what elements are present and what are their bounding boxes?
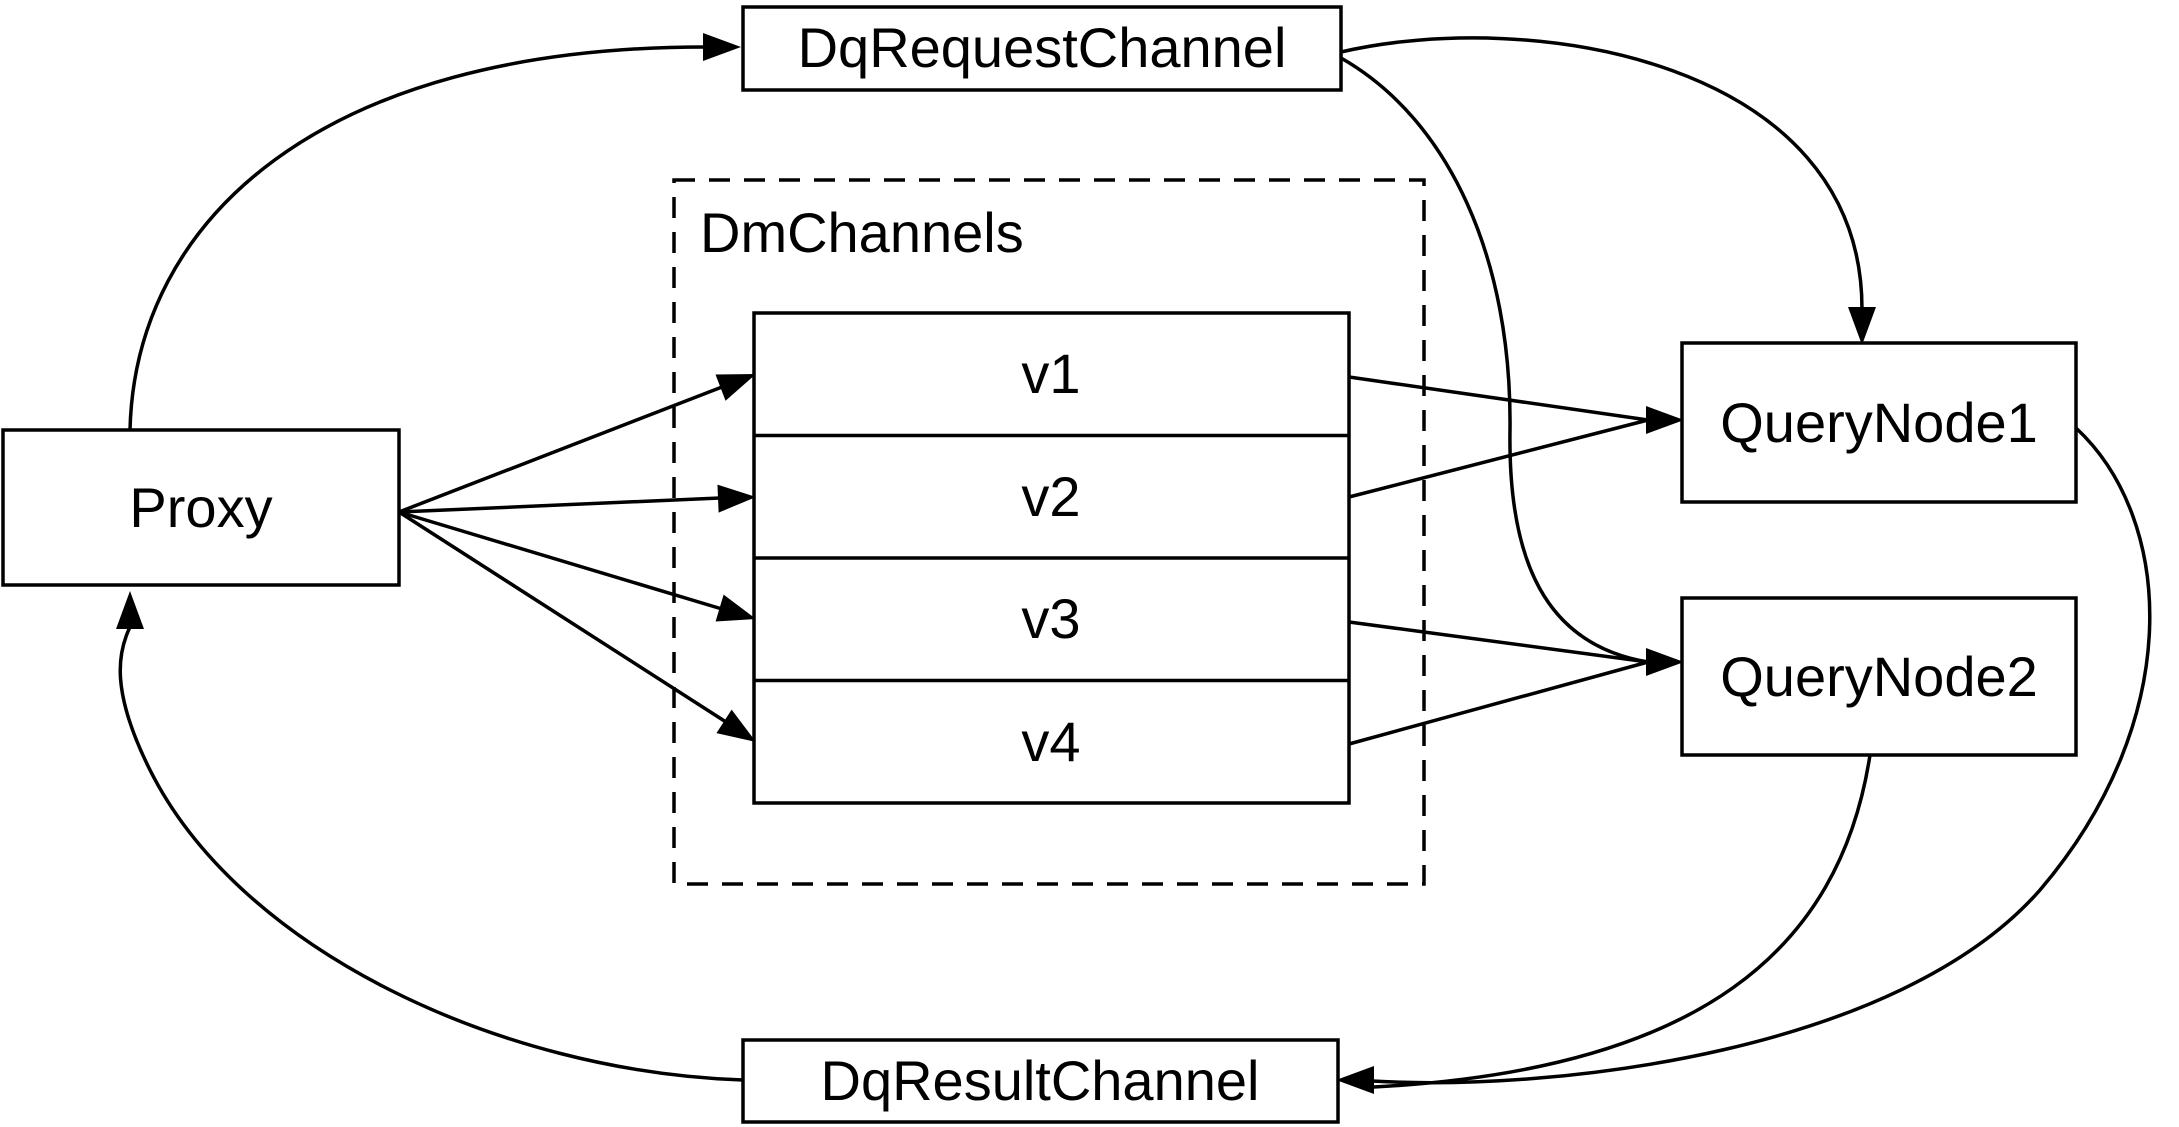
- proxy-node-box: [1, 428, 401, 587]
- arrowhead-into-v4: [716, 709, 756, 742]
- query-node-1-box: [1680, 341, 2078, 504]
- dm-channels-group-label: DmChannels: [700, 201, 1024, 264]
- channel-v2-label: v2: [1021, 465, 1080, 528]
- arrow-proxy-to-v4: [398, 510, 727, 724]
- arrowhead-into-v1: [715, 374, 756, 401]
- arrowhead-into-v2: [717, 484, 756, 513]
- dm-channels-group-box: [672, 178, 1426, 886]
- arrowhead-into-proxy-bottom: [116, 591, 144, 629]
- arrowhead-into-querynode2-left: [1646, 648, 1684, 676]
- arrow-dqrequestchannel-to-querynode1: [1340, 36, 1864, 310]
- arrow-querynode2-to-dqresultchannel: [1373, 754, 1872, 1089]
- dq-request-channel-node-box: [741, 5, 1343, 92]
- channel-v1-label: v1: [1021, 342, 1080, 405]
- arrow-v2-to-querynode1: [1348, 418, 1649, 499]
- query-node-2-label: QueryNode2: [1720, 645, 2038, 708]
- query-node-2-box: [1680, 596, 2078, 757]
- arrow-dqrequestchannel-to-querynode2: [1340, 56, 1649, 664]
- dq-request-channel-node-label: DqRequestChannel: [798, 16, 1287, 79]
- arrow-dqresultchannel-to-proxy: [118, 626, 744, 1082]
- dq-result-channel-node-label: DqResultChannel: [821, 1049, 1260, 1112]
- arrow-querynode1-to-dqresultchannel: [1371, 426, 2152, 1085]
- proxy-node-label: Proxy: [129, 476, 272, 539]
- arrowhead-into-dqrequestchannel: [703, 33, 741, 61]
- arrow-v3-to-querynode2: [1348, 620, 1649, 664]
- channel-v4-label: v4: [1021, 710, 1080, 773]
- arrowhead-into-querynode1-top: [1848, 307, 1876, 345]
- arrow-proxy-to-dqrequestchannel: [128, 45, 706, 431]
- dq-result-channel-node-box: [741, 1038, 1340, 1124]
- channel-v3-label: v3: [1021, 587, 1080, 650]
- arrow-proxy-to-v1: [398, 385, 723, 514]
- query-node-1-label: QueryNode1: [1720, 391, 2038, 454]
- arrow-v1-to-querynode1: [1348, 375, 1649, 422]
- arrow-proxy-to-v3: [398, 510, 723, 611]
- arrowhead-into-dqresultchannel: [1336, 1066, 1374, 1094]
- arrow-v4-to-querynode2: [1348, 660, 1649, 746]
- arrowhead-into-v3: [715, 594, 756, 622]
- arrowhead-into-querynode1-left: [1646, 406, 1684, 434]
- arrow-proxy-to-v2: [398, 496, 721, 514]
